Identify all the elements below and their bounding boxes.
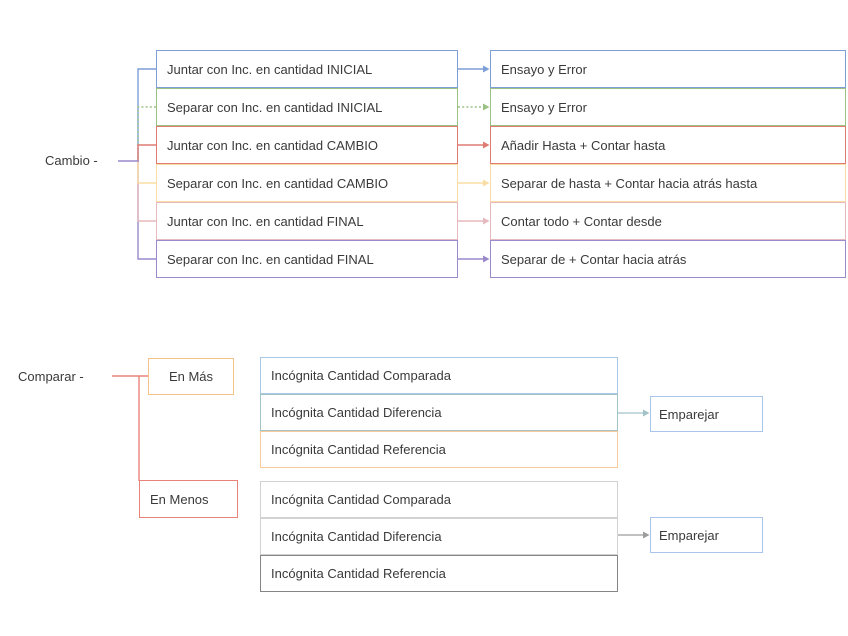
connector-cambio-row3 [137,144,156,161]
connector-cambio-row5 [137,161,156,222]
connector-cambio-row6 [137,161,156,260]
cambio-type-box: Separar con Inc. en cantidad CAMBIO [156,164,458,202]
connector-cambio-row4 [137,161,156,184]
en-mas-box: En Más [148,358,234,395]
connector-cambio-row1 [137,68,156,161]
cambio-label: Cambio - [45,153,98,168]
emparejar-mas-box: Emparejar [650,396,763,432]
comparar-label: Comparar - [18,369,84,384]
incognita-box: Incógnita Cantidad Referencia [260,555,618,592]
incognita-box: Incógnita Cantidad Diferencia [260,518,618,555]
incognita-box: Incógnita Cantidad Referencia [260,431,618,468]
cambio-strategy-box: Separar de + Contar hacia atrás [490,240,846,278]
arrow-row5-head [483,217,490,225]
cambio-type-box: Juntar con Inc. en cantidad CAMBIO [156,126,458,164]
emparejar-menos-box: Emparejar [650,517,763,553]
arrow-row4-head [483,179,490,187]
cambio-type-box: Separar con Inc. en cantidad FINAL [156,240,458,278]
cambio-strategy-box: Separar de hasta + Contar hacia atrás ha… [490,164,846,202]
connector-cambio-row2 [137,106,156,161]
arrow-row6-head [483,255,490,263]
arrow-row3-head [483,141,490,149]
arrow-row1-head [483,65,490,73]
cambio-type-box: Juntar con Inc. en cantidad INICIAL [156,50,458,88]
cambio-type-box: Juntar con Inc. en cantidad FINAL [156,202,458,240]
arrow-row2-head [483,103,490,111]
cambio-strategy-box: Ensayo y Error [490,88,846,126]
cambio-strategy-box: Ensayo y Error [490,50,846,88]
arrow-emparejar-mas-head [643,409,650,417]
cambio-type-box: Separar con Inc. en cantidad INICIAL [156,88,458,126]
incognita-box: Incógnita Cantidad Comparada [260,357,618,394]
arrow-emparejar-menos-head [643,531,650,539]
en-menos-box: En Menos [139,480,238,518]
incognita-box: Incógnita Cantidad Diferencia [260,394,618,431]
incognita-box: Incógnita Cantidad Comparada [260,481,618,518]
cambio-strategy-box: Añadir Hasta + Contar hasta [490,126,846,164]
cambio-strategy-box: Contar todo + Contar desde [490,202,846,240]
